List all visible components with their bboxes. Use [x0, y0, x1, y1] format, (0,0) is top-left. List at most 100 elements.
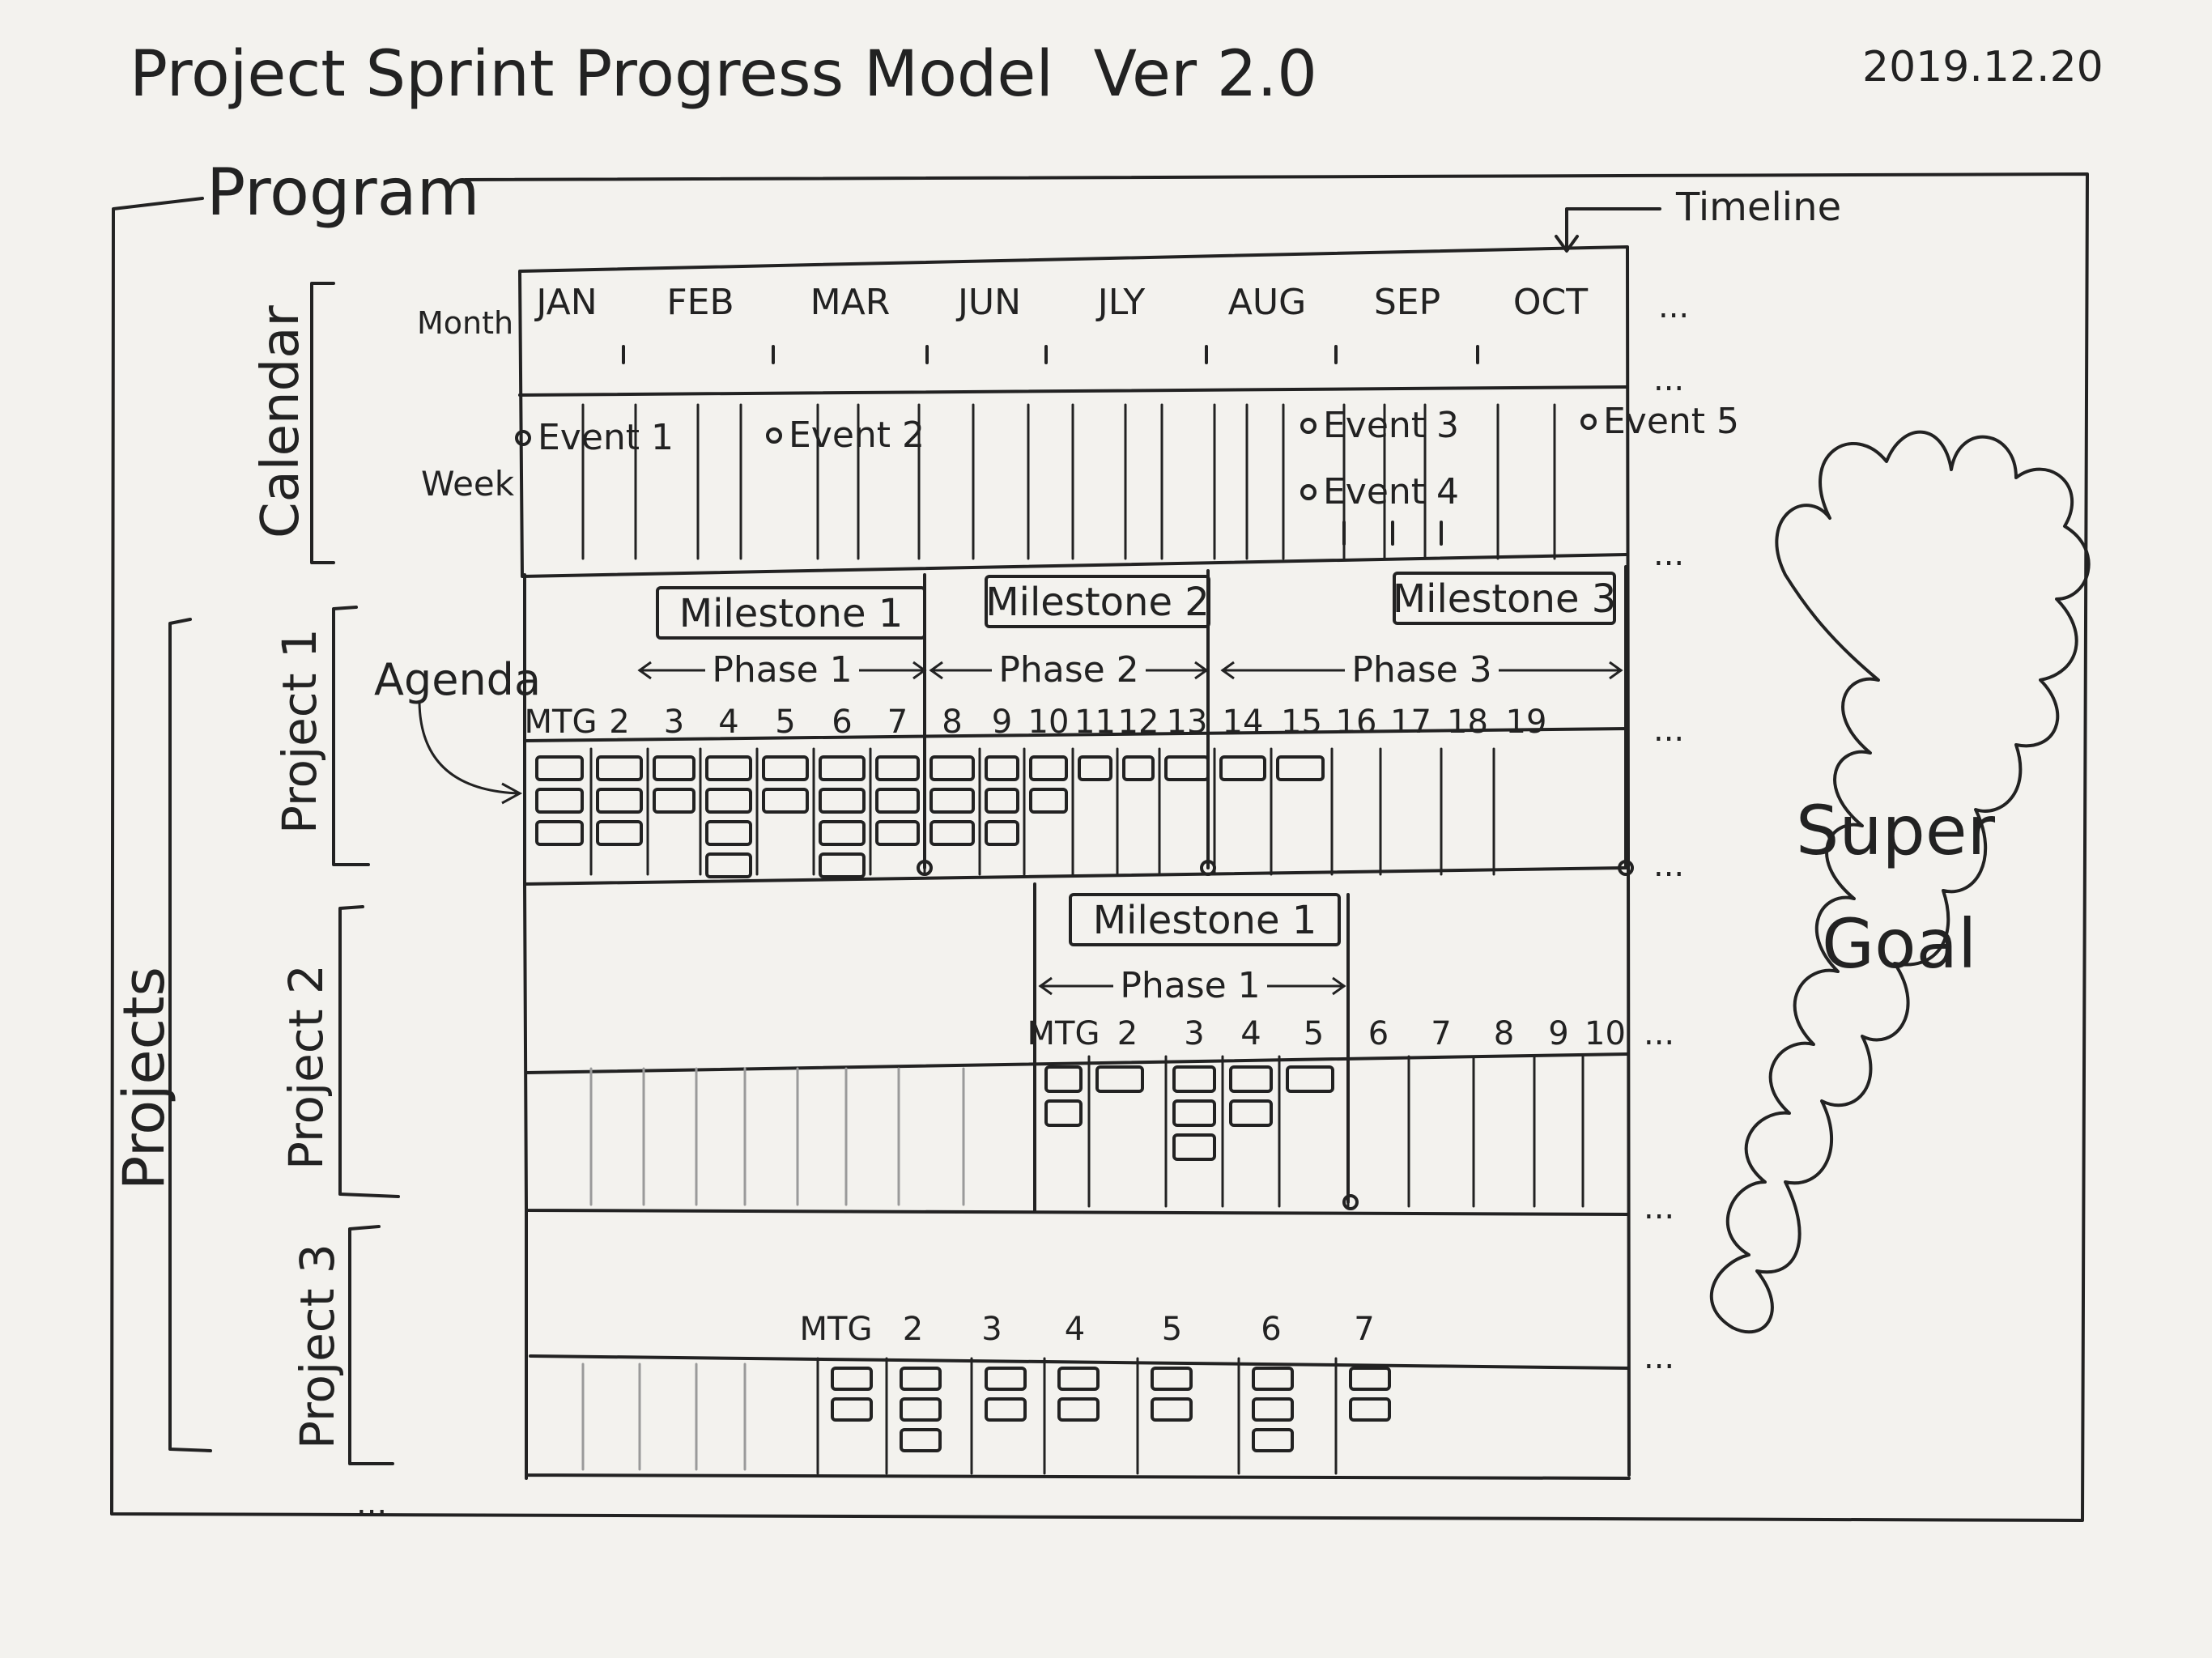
p2-sprint-4-card-2: [1229, 1099, 1273, 1127]
p1-sprint-10-label: 10: [1028, 704, 1070, 741]
p2-phase-1-label: Phase 1: [1120, 965, 1260, 1006]
project3-bracket: [348, 1225, 394, 1465]
p1-sprint-11-card-1: [1078, 755, 1112, 781]
project1-label: Project 1: [272, 628, 327, 834]
p3-sprint-5-card-1: [1151, 1367, 1193, 1391]
p3-sprint-2-card-2: [900, 1397, 942, 1422]
p1-sprint-11-label: 11: [1074, 704, 1116, 741]
month-oct: OCT: [1513, 282, 1588, 323]
projects-label: Projects: [111, 967, 177, 1190]
p1-sprint-4-card-1: [705, 755, 752, 781]
program-label: Program: [206, 155, 480, 230]
p1-sprint-5-label: 5: [775, 704, 795, 741]
p1-sprint-6-card-2: [819, 788, 866, 814]
agenda-label: Agenda: [374, 654, 541, 705]
p1-sprint-17-label: 17: [1390, 704, 1431, 741]
event-5-marker: [1580, 414, 1597, 430]
p1-sprint-7-card-2: [875, 788, 920, 814]
timeline-pointer: [1555, 207, 1661, 253]
project3-label: Project 3: [290, 1244, 345, 1449]
p2-sprint-8-label: 8: [1494, 1015, 1514, 1052]
p2-sprint-7-label: 7: [1431, 1015, 1451, 1052]
p1-milestone-3-end-dot: [1618, 860, 1634, 876]
p2-sprint-3-label: 3: [1184, 1015, 1204, 1052]
p1-more-dots: ...: [1653, 712, 1684, 749]
month-mar: MAR: [810, 282, 891, 323]
p1-phase-2-label: Phase 2: [998, 649, 1138, 691]
p1-sprint-4-card-4: [705, 852, 752, 878]
p1-sprint-1-card-1: [535, 755, 584, 781]
p1-sprint-14-card-1: [1219, 755, 1266, 781]
p1-sprint-14-label: 14: [1223, 704, 1264, 741]
month-sep: SEP: [1374, 282, 1440, 323]
p3-sprint-3-card-1: [985, 1367, 1027, 1391]
p1-sprint-8-card-2: [929, 788, 975, 814]
event-4-marker: [1300, 484, 1317, 500]
p1-sprint-16-label: 16: [1336, 704, 1377, 741]
p3-sprint-2-card-3: [900, 1428, 942, 1452]
p1-sprint-2-card-2: [596, 788, 643, 814]
super-goal-line-1: Super: [1796, 791, 1996, 870]
p1-milestone-1-label: Milestone 1: [679, 591, 904, 636]
p2-sprint-3-card-1: [1172, 1065, 1216, 1093]
p1-sprint-9-card-3: [985, 820, 1019, 846]
event-1-label: Event 1: [538, 417, 674, 458]
super-goal-cloud: [1709, 430, 2091, 1334]
p2-sprint-1-card-2: [1044, 1099, 1083, 1127]
super-goal-line-2: Goal: [1822, 904, 1976, 984]
month-jan: JAN: [534, 282, 597, 323]
event-2-marker: [766, 427, 782, 444]
p2-sprint-2-card-1: [1095, 1065, 1144, 1093]
p1-sprint-6-card-4: [819, 852, 866, 878]
page-date: 2019.12.20: [1862, 43, 2104, 91]
p1-sprint-2-card-3: [596, 820, 643, 846]
p1-sprint-6-card-1: [819, 755, 866, 781]
p1-sprint-7-label: 7: [887, 704, 908, 741]
week-label: Week: [421, 464, 515, 504]
p1-sprint-10-card-1: [1029, 755, 1068, 781]
p1-phase-3-label: Phase 3: [1351, 649, 1491, 691]
p3-sprint-4-label: 4: [1065, 1311, 1085, 1348]
month-aug: AUG: [1228, 282, 1306, 323]
p1-sprint-5-card-1: [762, 755, 809, 781]
p1-sprint-2-card-1: [596, 755, 643, 781]
p1-sprint-7-card-1: [875, 755, 920, 781]
p2-bottom-more-dots: ...: [1644, 1189, 1674, 1226]
p1-phase-2-gap: [992, 648, 1146, 688]
p1-phase-3-arrowheads: [1220, 661, 1623, 680]
p2-sprint-6-label: 6: [1368, 1015, 1389, 1052]
p1-sprint-10-card-2: [1029, 788, 1068, 814]
p1-milestone-3-box: [1393, 572, 1616, 625]
p3-sprint-1-card-2: [831, 1397, 873, 1422]
p1-sprint-9-label: 9: [992, 704, 1012, 741]
month-jly: JLY: [1095, 282, 1146, 323]
event-5-label: Event 5: [1603, 401, 1739, 442]
event-4-label: Event 4: [1323, 471, 1459, 512]
project1-bracket: [332, 606, 370, 866]
timeline-label: Timeline: [1675, 185, 1841, 230]
p2-phase-1-gap: [1113, 963, 1267, 1004]
week-more-dots: ...: [1653, 361, 1684, 398]
event-1-marker: [515, 430, 531, 446]
p1-sprint-19-label: 19: [1506, 704, 1547, 741]
p3-sprint-3-label: 3: [981, 1311, 1002, 1348]
p3-sprint-5-label: 5: [1162, 1311, 1182, 1348]
p1-sprint-12-label: 12: [1118, 704, 1159, 741]
p2-sprint-3-card-3: [1172, 1133, 1216, 1161]
p1-sprint-12-card-1: [1122, 755, 1155, 781]
p2-milestone-1-box: [1069, 893, 1341, 946]
p2-sprint-1-label: MTG: [1027, 1015, 1100, 1052]
p3-sprint-2-label: 2: [903, 1311, 923, 1348]
p3-sprint-1-card-1: [831, 1367, 873, 1391]
p1-sprint-15-label: 15: [1281, 704, 1322, 741]
p2-sprint-4-card-1: [1229, 1065, 1273, 1093]
p3-sprint-2-card-1: [900, 1367, 942, 1391]
p1-phase-1-gap: [705, 648, 859, 688]
p1-sprint-2-label: 2: [609, 704, 629, 741]
p3-more-dots: ...: [1644, 1339, 1674, 1376]
p3-sprint-6-card-1: [1252, 1367, 1294, 1391]
p2-sprint-1-card-1: [1044, 1065, 1083, 1093]
p3-sprint-6-label: 6: [1261, 1311, 1281, 1348]
p1-sprint-9-card-2: [985, 788, 1019, 814]
